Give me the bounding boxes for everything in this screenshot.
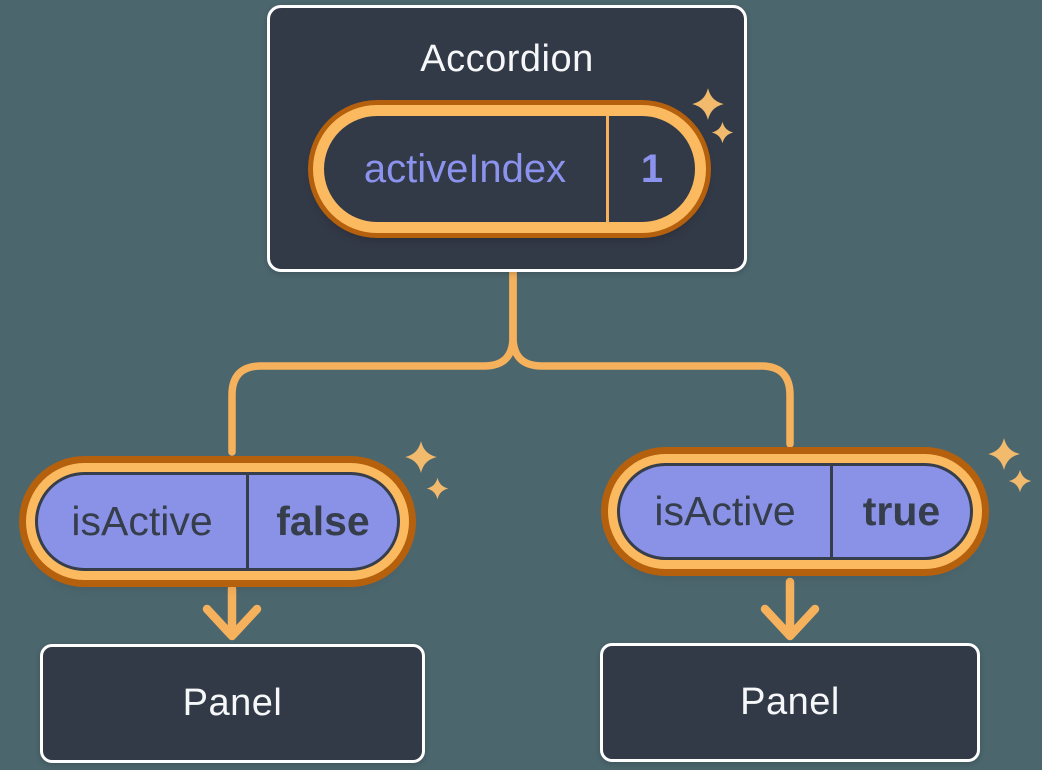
arrow-down-right-icon bbox=[760, 577, 820, 641]
accordion-component-box: Accordion activeIndex 1 bbox=[267, 5, 747, 272]
prop-name-label: isActive bbox=[71, 498, 213, 544]
panel-label: Panel bbox=[182, 682, 283, 724]
prop-name-segment: isActive bbox=[38, 475, 246, 568]
prop-value-segment: true bbox=[833, 466, 970, 557]
sparkle-icon bbox=[1008, 469, 1032, 493]
prop-pill-isactive-false: isActive false bbox=[35, 472, 400, 571]
prop-value-segment: false bbox=[249, 475, 397, 568]
branch-left-line bbox=[228, 267, 517, 456]
state-pill-divider bbox=[606, 116, 609, 222]
branch-right-line bbox=[509, 267, 794, 448]
prop-pill-isactive-true: isActive true bbox=[617, 463, 973, 560]
panel-label: Panel bbox=[740, 681, 840, 723]
state-value-segment: 1 bbox=[609, 116, 695, 222]
panel-box-right: Panel bbox=[600, 643, 980, 762]
prop-value-label: true bbox=[862, 488, 941, 534]
state-value-label: 1 bbox=[640, 146, 664, 191]
prop-pill-divider bbox=[830, 466, 833, 557]
prop-name-label: isActive bbox=[654, 488, 796, 534]
sparkle-icon bbox=[988, 438, 1020, 470]
sparkle-icon bbox=[426, 477, 449, 500]
state-name-label: activeIndex bbox=[363, 146, 567, 191]
arrow-down-left-icon bbox=[202, 584, 262, 641]
sparkle-icon bbox=[405, 441, 437, 473]
prop-pill-divider bbox=[246, 475, 249, 568]
state-name-segment: activeIndex bbox=[324, 116, 606, 222]
state-pill-activeindex: activeIndex 1 bbox=[313, 105, 706, 233]
panel-box-left: Panel bbox=[40, 644, 425, 763]
prop-name-segment: isActive bbox=[620, 466, 830, 557]
prop-value-label: false bbox=[276, 498, 370, 544]
accordion-title: Accordion bbox=[420, 38, 594, 80]
